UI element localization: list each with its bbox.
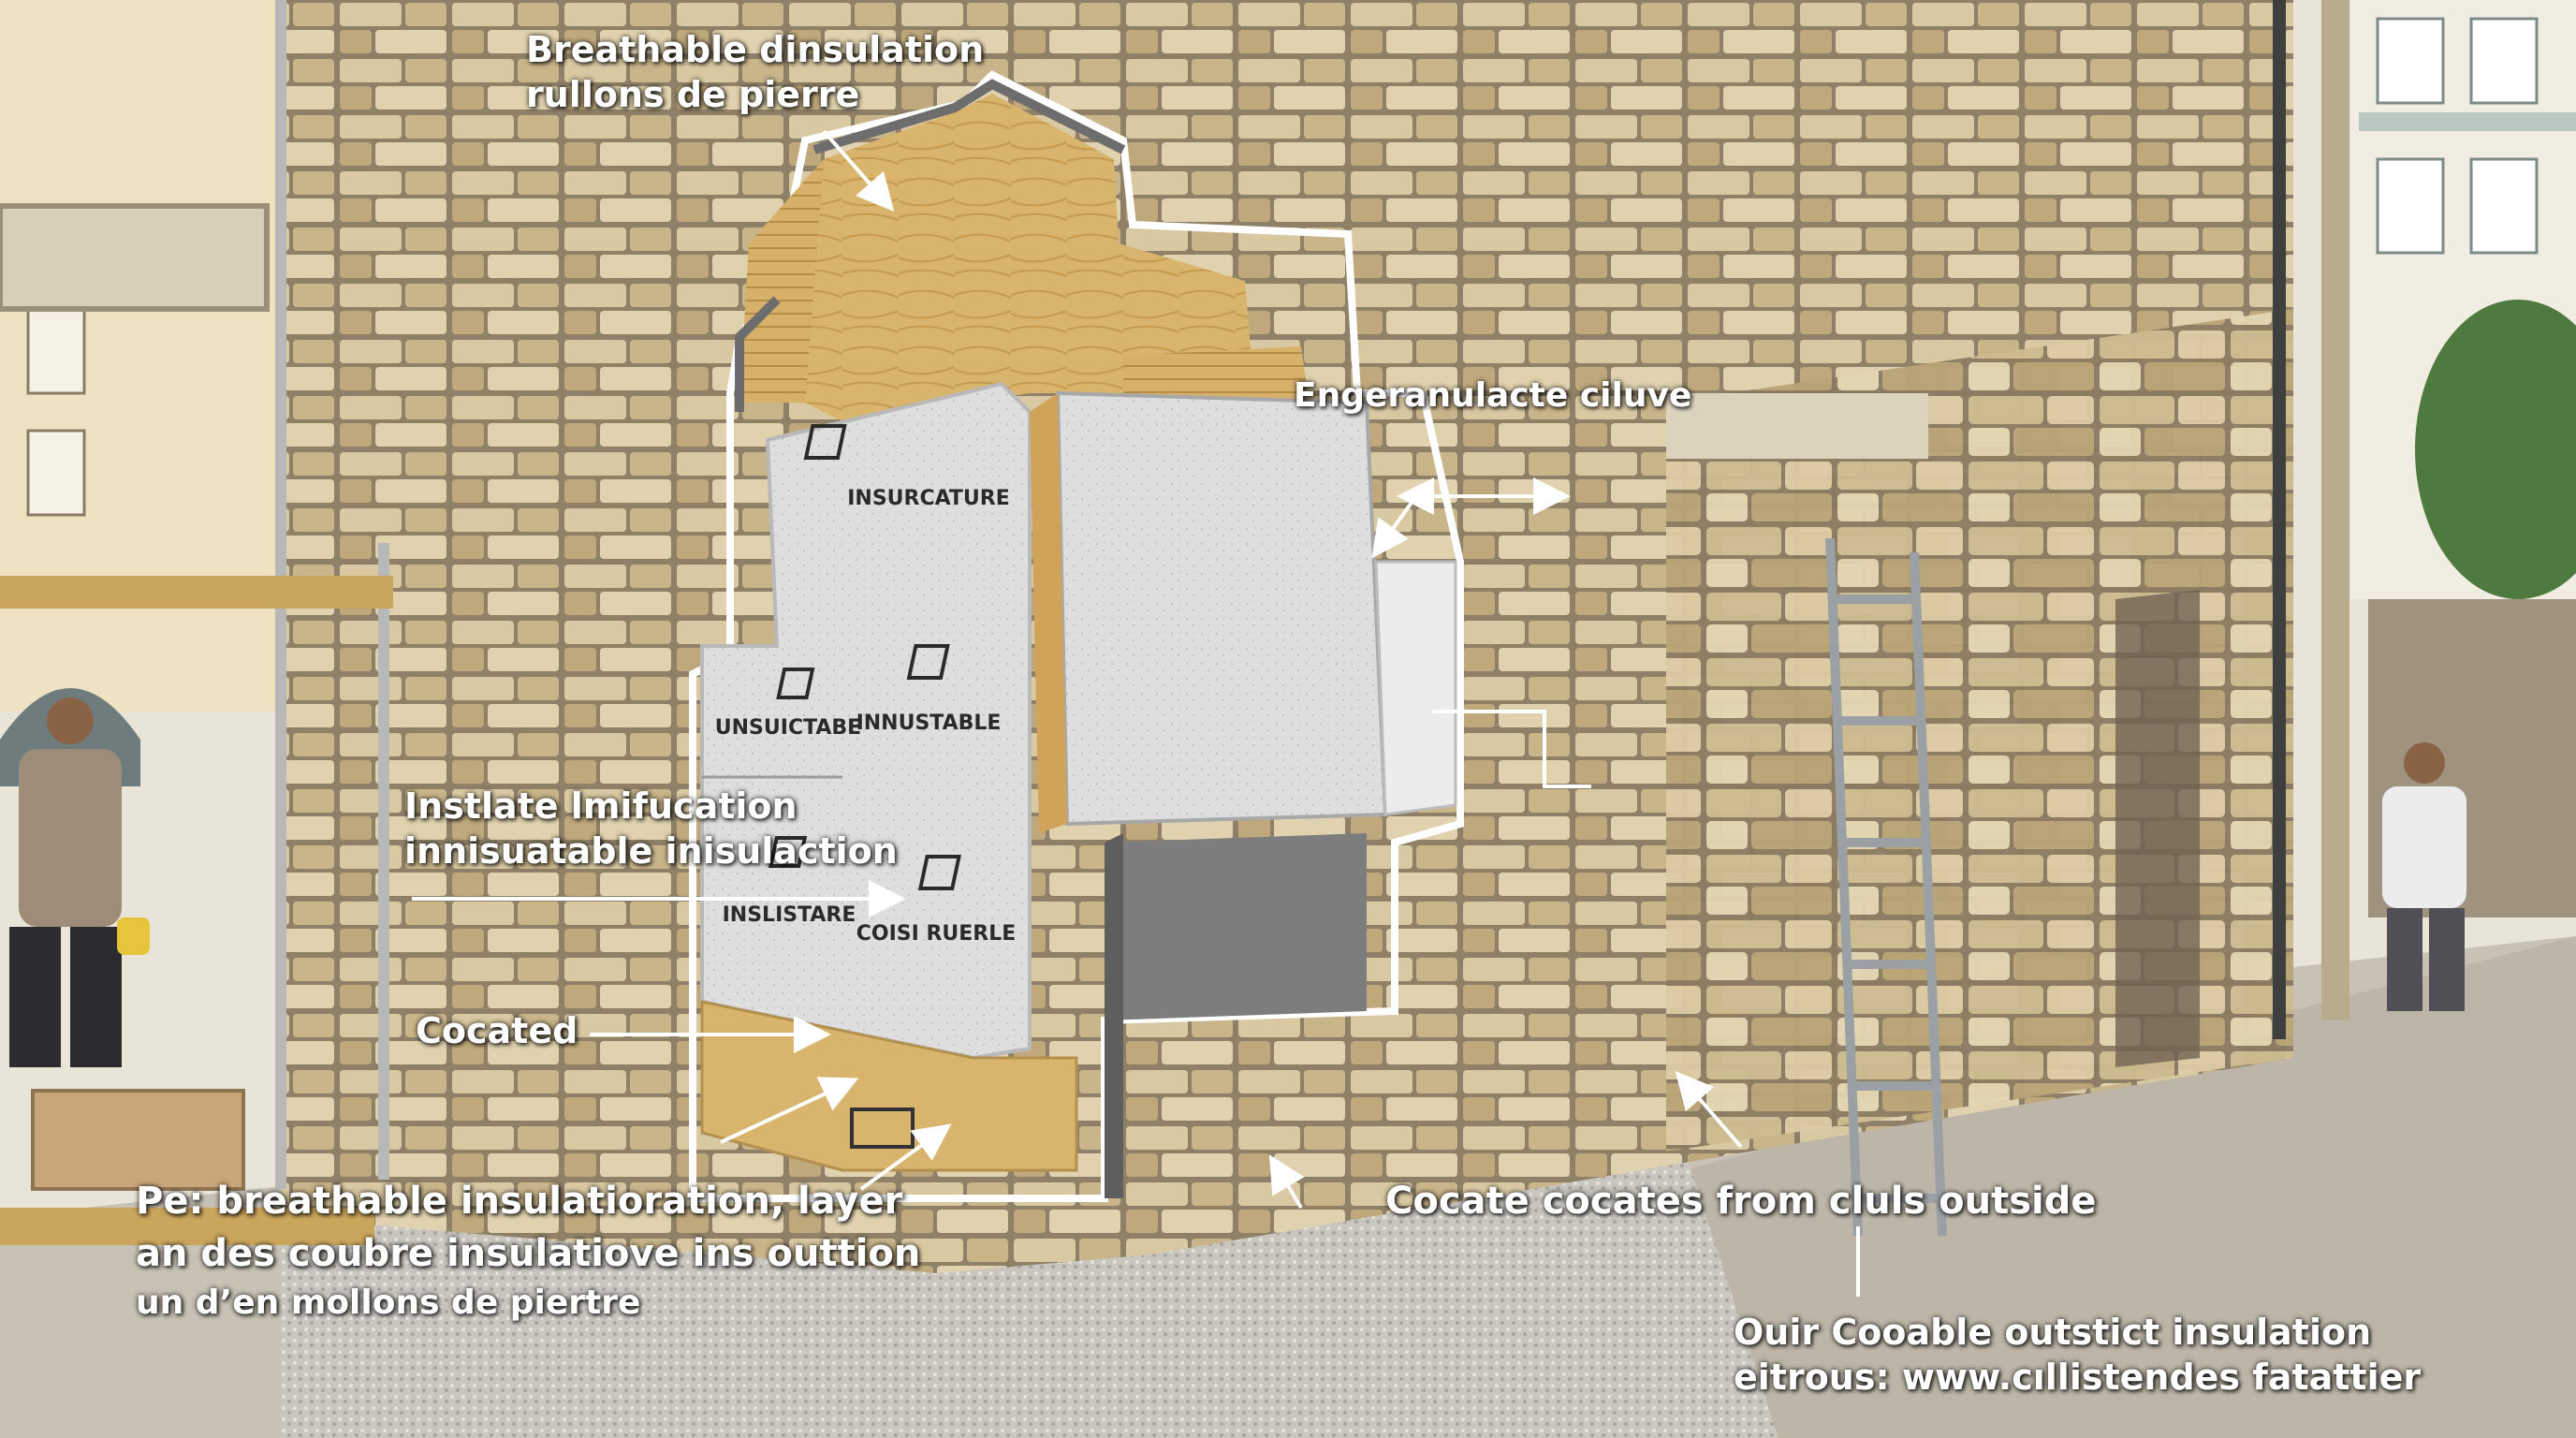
panel-label-unsuictabe: UNSUICTABE bbox=[714, 716, 862, 740]
paving bbox=[1685, 936, 2576, 1438]
cardboard-box bbox=[31, 1089, 245, 1191]
frame-edge bbox=[812, 79, 1126, 154]
label-bottom-left: Pe: breathable insulatioration, layer an… bbox=[136, 1175, 920, 1327]
ladder bbox=[1825, 537, 1947, 1237]
scaffold-plank bbox=[0, 576, 393, 609]
label-engeranulacte: Engeranulacte ciluve bbox=[1294, 376, 1692, 415]
label-cocated: Cocated bbox=[416, 1010, 578, 1051]
panel-label-inslistare: INSLISTARE bbox=[722, 903, 856, 927]
label-line: un d’en mollons de piertre bbox=[136, 1284, 641, 1322]
plaster-edge bbox=[1374, 560, 1457, 816]
label-line: an des coubre insulatiove ins outtion bbox=[136, 1232, 921, 1275]
box-icon bbox=[776, 668, 815, 699]
box-icon bbox=[768, 836, 808, 868]
worker-right bbox=[2382, 742, 2466, 1011]
wood-slats-left bbox=[739, 159, 824, 403]
box-icon bbox=[906, 644, 950, 680]
doorway bbox=[2115, 590, 2200, 1067]
label-line: Breathable dinsulation bbox=[526, 29, 985, 70]
base-panel-edge bbox=[1105, 833, 1123, 1198]
label-line: Pe: breathable insulatioration, layer bbox=[136, 1180, 903, 1223]
label-instlate: Instlate lmifucation innisuatable inisul… bbox=[404, 785, 898, 873]
drain-pipe bbox=[2273, 0, 2286, 1039]
label-breathable-insulation: Breathable dinsulation rullons de pierre bbox=[526, 28, 984, 117]
column bbox=[2321, 0, 2349, 1020]
wood-strip bbox=[1030, 393, 1067, 833]
insulation-block-right bbox=[1055, 390, 1388, 827]
right-balcony bbox=[2359, 112, 2576, 131]
cutaway-outline bbox=[689, 70, 1464, 1202]
label-line: eitrous: www.cıllistendes fatattier bbox=[1734, 1356, 2422, 1398]
right-window bbox=[2376, 17, 2445, 105]
right-window bbox=[2469, 17, 2539, 105]
panel-label-coisi-ruerle: COISI RUERLE bbox=[856, 922, 1017, 946]
base-panel bbox=[1105, 833, 1367, 1020]
right-window bbox=[2376, 157, 2445, 255]
label-footer-right: Ouir Cooable outstict insulation eitrous… bbox=[1734, 1311, 2421, 1400]
left-window bbox=[26, 429, 86, 517]
panel-label-insurcature: INSURCATURE bbox=[847, 487, 1010, 510]
lintel bbox=[1666, 393, 1928, 459]
scaffold-platform bbox=[0, 203, 270, 312]
label-line: Instlate lmifucation bbox=[404, 785, 798, 827]
frame-edge bbox=[735, 296, 781, 412]
right-window bbox=[2469, 157, 2539, 255]
worker-left bbox=[9, 697, 150, 1067]
annotation-arrows bbox=[412, 129, 1860, 1297]
panel-icons bbox=[768, 424, 961, 890]
label-line: innisuatable inisulaction bbox=[404, 829, 898, 872]
box-icon bbox=[803, 424, 847, 460]
label-cocate-outside: Cocate cocates from cluls outside bbox=[1385, 1180, 2097, 1223]
left-window bbox=[26, 307, 86, 395]
label-line: rullons de pierre bbox=[526, 73, 860, 115]
tree bbox=[2415, 300, 2576, 599]
panel-label-innustable: INNUSTABLE bbox=[856, 712, 1002, 735]
wood-fibre-layer bbox=[805, 94, 1254, 421]
scaffold-plank bbox=[0, 1208, 374, 1245]
label-line: Ouir Cooable outstict insulation bbox=[1734, 1312, 2372, 1353]
box-icon bbox=[917, 855, 961, 890]
